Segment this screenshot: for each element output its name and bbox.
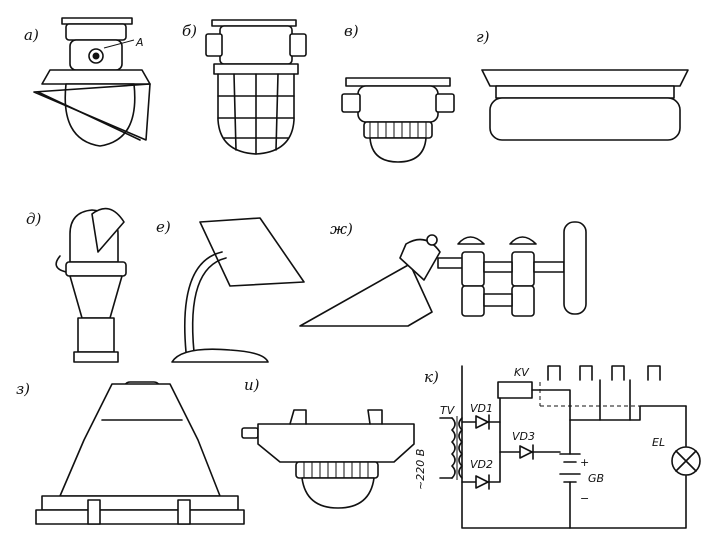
label-vd3: VD3 <box>512 430 535 443</box>
label-tv: TV <box>440 404 456 417</box>
label-gb: GB <box>588 472 604 485</box>
fixture-e: е) <box>156 217 305 363</box>
label-supply: ~220 В <box>414 449 427 490</box>
fixture-b: б) <box>182 19 307 155</box>
label-z: з) <box>16 380 30 398</box>
label-g: г) <box>476 28 490 46</box>
label-a: а) <box>24 26 39 44</box>
label-el: EL <box>652 436 665 449</box>
fixture-zh: ж) <box>299 220 587 327</box>
label-kv: KV <box>514 366 530 379</box>
fixture-z: з) <box>16 380 245 525</box>
label-b: б) <box>182 22 197 40</box>
fixture-g: г) <box>476 28 689 141</box>
fixture-d: д) <box>26 207 127 363</box>
label-i: и) <box>244 376 260 394</box>
label-vd1: VD1 <box>470 402 493 415</box>
label-k: к) <box>424 368 439 386</box>
label-minus: − <box>580 492 589 505</box>
label-vd2: VD2 <box>470 458 493 471</box>
label-e: е) <box>156 218 171 236</box>
label-v: в) <box>344 22 359 40</box>
label-plus: + <box>580 456 589 469</box>
fixture-k-circuit: к) TV ~220 В VD1 VD2 VD3 KV <box>414 365 701 529</box>
label-zh: ж) <box>330 220 353 238</box>
callout-a: A <box>135 36 144 49</box>
label-d: д) <box>26 210 42 228</box>
fixture-a: а) A <box>24 17 151 147</box>
fixture-v: в) <box>341 22 455 163</box>
fixture-i: и) <box>241 376 415 509</box>
